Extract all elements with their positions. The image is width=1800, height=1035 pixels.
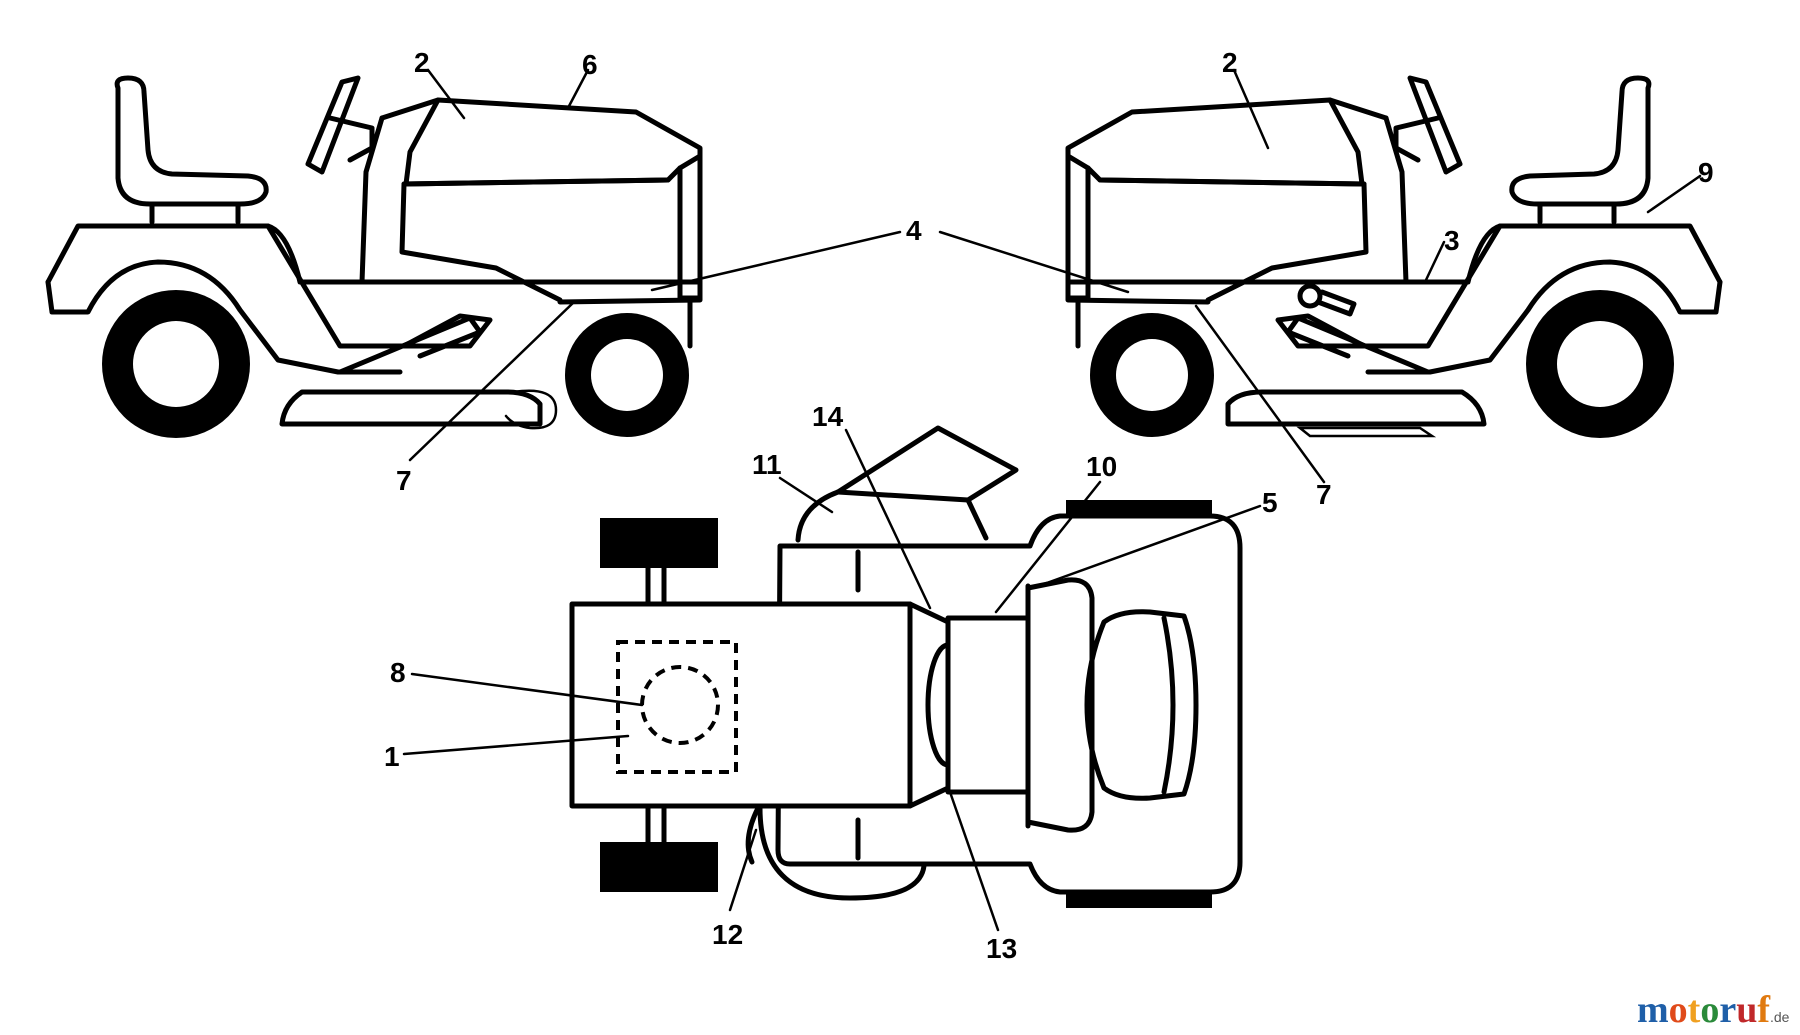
mower-deck-top [775, 513, 1243, 895]
callout-5: 5 [1262, 487, 1278, 518]
callout-2-right: 2 [1222, 47, 1238, 78]
callout-3: 3 [1444, 225, 1460, 256]
callout-8: 8 [390, 657, 406, 688]
rear-tire-bottom [600, 842, 718, 892]
watermark-letter: u [1736, 989, 1758, 1031]
seat-right [1509, 75, 1652, 207]
callout-9: 9 [1698, 157, 1714, 188]
callout-7-left: 7 [396, 465, 412, 496]
steering-wheel-right [1407, 75, 1463, 175]
hood-left [379, 97, 703, 303]
callout-14: 14 [812, 401, 844, 432]
callout-labels: 2 6 2 9 3 4 7 7 14 11 10 5 8 1 12 13 [384, 47, 1714, 964]
watermark-letter: m [1637, 989, 1669, 1031]
callout-12: 12 [712, 919, 743, 950]
callout-10: 10 [1086, 451, 1117, 482]
watermark-letter: o [1700, 989, 1720, 1031]
callout-2-left: 2 [414, 47, 430, 78]
tractor-left-side-view [45, 75, 703, 438]
pedal-left [337, 315, 483, 375]
discharge-chute-top [835, 425, 1019, 541]
watermark-letters: motoruf [1637, 989, 1770, 1031]
callout-1: 1 [384, 741, 400, 772]
watermark-suffix: .de [1769, 1009, 1790, 1025]
rear-tire-top [600, 518, 718, 568]
pedal-right [1285, 315, 1431, 375]
seat-left [114, 75, 269, 207]
grille-top [1084, 609, 1199, 801]
lift-lever-knob [1297, 283, 1323, 309]
hood-neck-top [945, 615, 1031, 795]
callout-11: 11 [752, 449, 782, 480]
front-tire-top [1066, 500, 1212, 518]
callout-7-right: 7 [1316, 479, 1332, 510]
watermark-letter: f [1757, 989, 1770, 1031]
mower-deck-left [279, 389, 543, 427]
callout-4: 4 [906, 215, 922, 246]
deck-bulge [757, 805, 927, 901]
seat-outline-top [616, 640, 738, 774]
steering-wheel-left [305, 75, 361, 175]
hood-front-top [1025, 577, 1095, 833]
watermark-letter: o [1668, 989, 1688, 1031]
callout-13: 13 [986, 933, 1017, 964]
watermark-letter: r [1719, 989, 1737, 1031]
tractor-right-side-view [1065, 75, 1723, 438]
hood-right [1065, 97, 1389, 303]
leader-lines [402, 68, 1702, 932]
front-tire-bottom [1066, 890, 1212, 908]
mower-deck-right [1225, 389, 1487, 427]
rear-body-top [569, 601, 913, 809]
watermark-logo: motoruf.de [1637, 988, 1789, 1032]
tractor-top-view [569, 425, 1243, 908]
watermark-letter: t [1687, 989, 1701, 1031]
callout-6: 6 [582, 49, 598, 80]
